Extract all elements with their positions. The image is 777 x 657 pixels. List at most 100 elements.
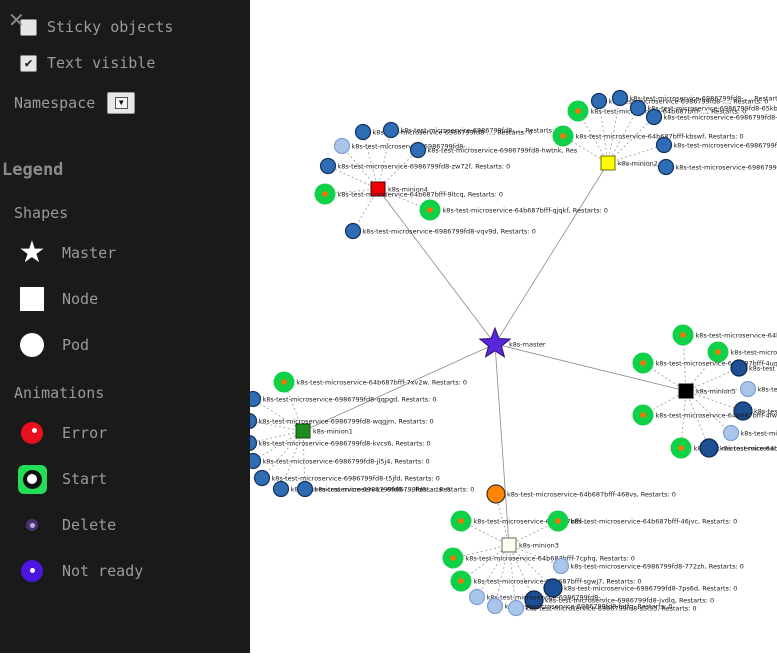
sticky-objects-label: Sticky objects bbox=[47, 18, 173, 36]
legend-error-label: Error bbox=[62, 424, 107, 442]
cluster-graph: k8s-masterk8s-minion4k8s-minion2k8s-mini… bbox=[250, 0, 777, 653]
legend-item-error: Error bbox=[16, 418, 250, 448]
pod-node[interactable] bbox=[250, 414, 257, 429]
node-node[interactable] bbox=[296, 424, 310, 438]
sticky-objects-control: ✔ Sticky objects bbox=[20, 18, 250, 36]
pod-node[interactable] bbox=[250, 436, 257, 451]
pod-node[interactable] bbox=[613, 91, 628, 106]
pod-node[interactable] bbox=[631, 101, 646, 116]
pod-node[interactable] bbox=[321, 159, 336, 174]
master-label: k8s-master bbox=[509, 341, 546, 349]
start-icon bbox=[18, 465, 47, 494]
pod-label: k8s-test-microservice-64b687bfff-468vs, … bbox=[507, 491, 676, 499]
pod-node[interactable] bbox=[487, 485, 505, 503]
pod-status-dot bbox=[281, 379, 287, 385]
pod-node[interactable] bbox=[659, 160, 674, 175]
pod-node[interactable] bbox=[731, 360, 747, 376]
legend-item-node: Node bbox=[16, 284, 250, 314]
graph-edge bbox=[378, 130, 391, 189]
pod-node[interactable] bbox=[411, 143, 426, 158]
graph-edge bbox=[363, 132, 378, 189]
pod-status-dot bbox=[322, 191, 328, 197]
pod-label: k8s-test-microservice-6986799fd8-… bbox=[720, 445, 777, 453]
pod-label: k8s-test-microservice-64b687bfff-4fwqf, … bbox=[656, 412, 777, 420]
graph-edge bbox=[495, 163, 608, 344]
pod-node[interactable] bbox=[470, 590, 485, 605]
node-node[interactable] bbox=[679, 384, 693, 398]
pod-label: k8s-test-microservice-64b687b bbox=[696, 332, 777, 340]
legend-master-label: Master bbox=[62, 244, 116, 262]
legend-item-delete: Delete bbox=[16, 510, 250, 540]
pod-status-dot bbox=[427, 207, 433, 213]
legend-pod-label: Pod bbox=[62, 336, 89, 354]
node-label: k8s-minion2 bbox=[618, 160, 658, 168]
pod-node[interactable] bbox=[724, 426, 739, 441]
pod-node[interactable] bbox=[298, 482, 313, 497]
pod-label: k8s-test-microservice-6986799fd8-7ps6d, … bbox=[564, 585, 737, 593]
pod-node[interactable] bbox=[700, 439, 718, 457]
pod-label: k8s-test-microservice-64b687bfff-7xv2w, … bbox=[297, 379, 468, 387]
pod-status-dot bbox=[458, 578, 464, 584]
pod-label: k8s-test-micr bbox=[741, 430, 777, 438]
pod-label: k8s-test-microservice-6986799fd8-qqpgd, … bbox=[263, 396, 437, 404]
pod-label: k8s-test-microservice-6986799fd8-…, Rest… bbox=[401, 127, 561, 135]
pod-node[interactable] bbox=[741, 382, 756, 397]
delete-icon bbox=[26, 519, 38, 531]
namespace-select[interactable]: ▼ bbox=[107, 92, 135, 114]
legend-start-label: Start bbox=[62, 470, 107, 488]
pod-node[interactable] bbox=[592, 94, 607, 109]
namespace-control: Namespace ▼ bbox=[14, 92, 250, 114]
error-icon bbox=[21, 422, 43, 444]
pod-node[interactable] bbox=[356, 125, 371, 140]
square-icon bbox=[20, 287, 44, 311]
pod-node[interactable] bbox=[346, 224, 361, 239]
pod-node[interactable] bbox=[657, 138, 672, 153]
graph-edge bbox=[495, 344, 509, 545]
pod-label: k8s-test-microservice-6986799fd8-hwtnk, … bbox=[428, 147, 578, 155]
legend-title: Legend bbox=[2, 160, 250, 180]
node-node[interactable] bbox=[601, 156, 615, 170]
pod-label: k8s-test-microservice-6986799fd8-hsp bbox=[674, 142, 777, 150]
legend-not-ready-label: Not ready bbox=[62, 562, 143, 580]
node-node[interactable] bbox=[502, 538, 516, 552]
graph-edge bbox=[477, 545, 509, 597]
pod-label: k8s-test-microservice-6986799fd8-rc bbox=[676, 164, 777, 172]
shapes-title: Shapes bbox=[14, 204, 250, 222]
animations-title: Animations bbox=[14, 384, 250, 402]
pod-status-dot bbox=[555, 518, 561, 524]
pod-label: k8s-test-microservice-6986799fd8-jl5j4, … bbox=[263, 458, 430, 466]
pod-status-dot bbox=[575, 108, 581, 114]
pod-label: k8s-test-microservice-6986799fd8-65kbq, … bbox=[648, 105, 777, 113]
sidebar: ✕ ✔ Sticky objects ✔ Text visible Namesp… bbox=[0, 0, 250, 653]
pod-node[interactable] bbox=[274, 482, 289, 497]
pod-label: k8s-test-microservice-64b687bfff-7cphq, … bbox=[466, 555, 635, 563]
legend-item-master: ★ Master bbox=[16, 238, 250, 268]
text-visible-checkbox[interactable]: ✔ bbox=[20, 55, 37, 72]
pod-label: k8s-test-microservice-64b687bfff-qjqkf, … bbox=[443, 207, 608, 215]
pod-node[interactable] bbox=[509, 601, 524, 616]
chevron-down-icon: ▼ bbox=[115, 97, 128, 109]
graph-edge bbox=[495, 344, 686, 391]
pod-status-dot bbox=[458, 518, 464, 524]
pod-node[interactable] bbox=[250, 392, 261, 407]
pod-label: k8s-test-microservice-6986799fd8-kvcs6, … bbox=[259, 440, 431, 448]
pod-status-dot bbox=[640, 360, 646, 366]
pod-node[interactable] bbox=[250, 454, 261, 469]
pod-status-dot bbox=[680, 332, 686, 338]
pod-node[interactable] bbox=[255, 471, 270, 486]
pod-status-dot bbox=[640, 412, 646, 418]
pod-status-dot bbox=[715, 349, 721, 355]
pod-node[interactable] bbox=[335, 139, 350, 154]
pod-label: k8s-test-microservice-6986799fd8-…, Rest… bbox=[630, 95, 777, 103]
master-node[interactable] bbox=[480, 328, 510, 357]
text-visible-label: Text visible bbox=[47, 54, 155, 72]
pod-node[interactable] bbox=[384, 123, 399, 138]
legend-item-pod: Pod bbox=[16, 330, 250, 360]
pod-node[interactable] bbox=[488, 599, 503, 614]
pod-node[interactable] bbox=[554, 559, 569, 574]
pod-label: k8s-test-microservice-6986799fd8-s5l53, … bbox=[526, 605, 697, 613]
pod-label: k8s-test-microservice-6986799fd8-… bbox=[487, 594, 608, 602]
pod-node[interactable] bbox=[647, 110, 662, 125]
close-icon[interactable]: ✕ bbox=[8, 8, 25, 32]
